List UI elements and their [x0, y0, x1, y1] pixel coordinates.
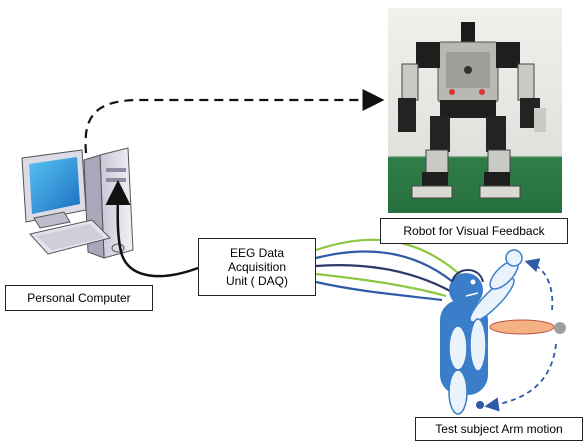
visual-feedback-arrow	[84, 89, 385, 169]
desktop-computer-icon	[21, 147, 134, 259]
eeg-daq-box: EEG Data Acquisition Unit ( DAQ)	[198, 238, 316, 296]
human-figure-icon	[440, 249, 566, 415]
computer-to-daq-cable	[105, 180, 199, 278]
arm-down-motion-arrow	[484, 343, 557, 412]
test-subject-label: Test subject Arm motion	[415, 417, 583, 441]
daq-label-line-1: EEG Data	[229, 246, 285, 260]
personal-computer-label: Personal Computer	[5, 285, 153, 311]
daq-label-line-2: Acquisition	[227, 260, 287, 274]
eeg-electrode-wires	[315, 238, 469, 302]
arm-up-motion-arrow	[524, 258, 554, 311]
humanoid-robot-photo	[388, 8, 562, 213]
daq-label-line-3: Unit ( DAQ)	[225, 274, 288, 288]
robot-feedback-label: Robot for Visual Feedback	[380, 218, 568, 244]
